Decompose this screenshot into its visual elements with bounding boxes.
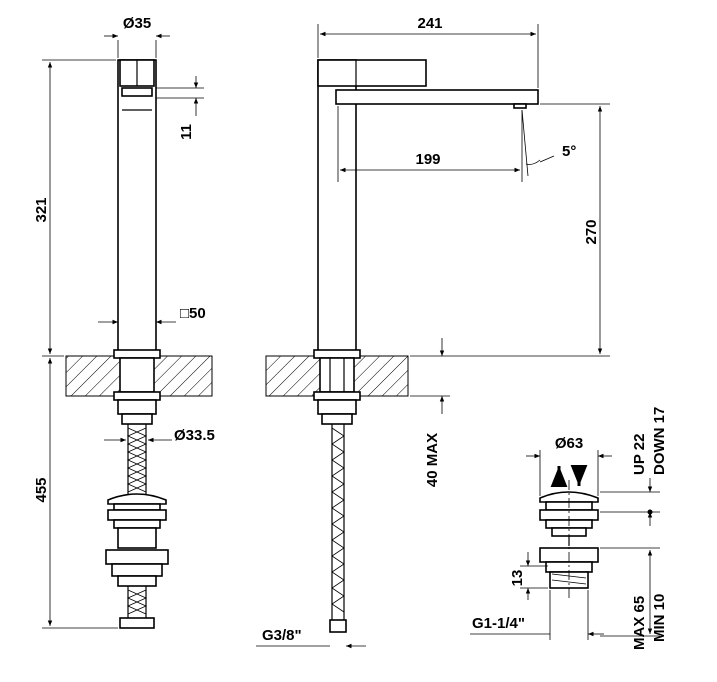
dim-up-22: UP 22 <box>631 434 648 475</box>
dim-length-241: 241 <box>417 15 442 32</box>
dim-height-321: 321 <box>33 197 50 222</box>
dim-height-270: 270 <box>583 219 600 244</box>
thread-g1-1-4: G1-1/4" <box>472 615 525 632</box>
drain-dimensions: Ø63 UP 22 DOWN 17 13 MAX 65 MIN 10 G1-1/… <box>470 407 668 650</box>
dim-reach-199: 199 <box>415 151 440 168</box>
front-dimensions: Ø35 321 11 □50 Ø33.5 455 <box>33 15 215 629</box>
dim-height-455: 455 <box>33 477 50 502</box>
dim-diameter-35: Ø35 <box>123 15 151 32</box>
thread-g3-8: G3/8" <box>262 627 302 644</box>
side-view <box>265 59 539 633</box>
drain-detail <box>539 465 599 600</box>
side-spout-head <box>317 59 427 87</box>
dim-11: 11 <box>178 124 195 140</box>
dim-angle-5: 5° <box>562 143 576 160</box>
dim-diameter-33-5: Ø33.5 <box>174 427 215 444</box>
front-view <box>65 59 213 629</box>
front-spout-body <box>117 59 157 353</box>
front-hoses <box>127 424 147 494</box>
dim-square-50: □50 <box>180 305 206 322</box>
dim-13: 13 <box>509 570 526 587</box>
dim-diameter-63: Ø63 <box>555 435 583 452</box>
dim-min-10: MIN 10 <box>651 594 668 642</box>
dim-down-17: DOWN 17 <box>651 407 668 475</box>
side-spout-arm <box>335 89 539 105</box>
dim-40-max: 40 MAX <box>424 433 441 487</box>
dim-max-65: MAX 65 <box>631 596 648 650</box>
side-dimensions: 241 199 5° 270 40 MAX G3/8" <box>256 15 610 649</box>
